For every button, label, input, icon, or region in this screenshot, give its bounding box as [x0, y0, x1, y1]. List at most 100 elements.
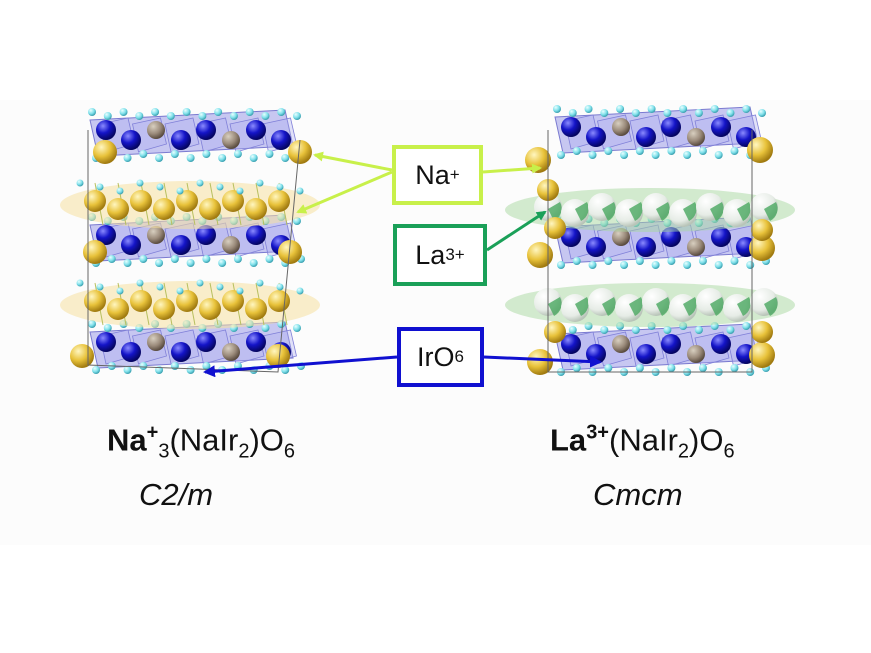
- callout-arrows: [203, 151, 602, 378]
- left-oxygen-atom: [139, 255, 148, 263]
- left-oxygen-atom: [116, 287, 124, 295]
- right-crystal-structure: [505, 105, 795, 376]
- left-oxygen-atom: [186, 366, 195, 374]
- left-oxygen-atom: [103, 324, 112, 332]
- left-ir-atom: [171, 235, 191, 255]
- right-oxygen-atom: [568, 326, 577, 334]
- left-na-atom: [176, 290, 198, 312]
- left-na-in-layer-atom: [222, 343, 240, 361]
- right-na-in-layer-atom: [612, 335, 630, 353]
- left-oxygen-atom: [103, 112, 112, 120]
- right-ir-atom: [661, 334, 681, 354]
- right-oxygen-atom: [635, 364, 644, 372]
- left-na-atom: [130, 290, 152, 312]
- right-oxygen-atom: [588, 261, 597, 269]
- left-oxygen-atom: [196, 279, 204, 287]
- left-na-atom: [268, 190, 290, 212]
- left-oxygen-atom: [218, 259, 227, 267]
- left-oxygen-atom: [176, 187, 184, 195]
- left-na-in-layer-atom: [147, 333, 165, 351]
- left-oxygen-atom: [182, 108, 191, 116]
- left-formula-ion-count: 3: [158, 440, 170, 463]
- na-arrow-left-layer: [296, 170, 393, 214]
- left-na-atom: [222, 290, 244, 312]
- right-oxygen-atom: [698, 257, 707, 265]
- left-ir-atom: [171, 130, 191, 150]
- la-arrow: [486, 210, 547, 252]
- right-na-atom: [544, 321, 566, 343]
- left-ir-atom: [246, 120, 266, 140]
- na-ion-label: Na+: [392, 145, 483, 205]
- right-oxygen-atom: [553, 105, 561, 113]
- right-na-in-layer-atom: [687, 345, 705, 363]
- left-na-in-layer-atom: [222, 131, 240, 149]
- right-la-partial-occupancy: [575, 297, 589, 316]
- left-unit-cell: [87, 130, 301, 373]
- right-oxygen-atom: [742, 322, 751, 330]
- right-oxygen-atom: [616, 105, 625, 113]
- right-la-partial-occupancy: [548, 297, 562, 316]
- right-ir-atom: [636, 344, 656, 364]
- left-na-atom: [176, 190, 198, 212]
- right-oxygen-atom: [584, 105, 593, 113]
- left-oxygen-atom: [277, 108, 286, 116]
- right-oxygen-atom: [604, 364, 613, 372]
- right-oxygen-atom: [663, 109, 672, 117]
- left-oxygen-atom: [218, 154, 227, 162]
- right-space-group: Cmcm: [593, 477, 683, 512]
- left-crystal-structure: [60, 108, 320, 374]
- left-oxygen-atom: [261, 324, 270, 332]
- right-oxygen-atom: [758, 109, 766, 117]
- left-oxygen-atom: [136, 179, 144, 187]
- right-la-partial-occupancy: [575, 202, 589, 221]
- left-oxygen-atom: [202, 255, 211, 263]
- right-na-in-layer-atom: [612, 118, 630, 136]
- right-la-partial-occupancy: [629, 297, 643, 316]
- right-ir-atom: [711, 227, 731, 247]
- left-na-atom: [84, 290, 106, 312]
- right-na-atom: [747, 137, 773, 163]
- right-oxygen-atom: [683, 261, 692, 269]
- right-oxygen-atom: [604, 257, 613, 265]
- right-la-partial-occupancy: [629, 202, 643, 221]
- left-na-atom: [199, 298, 221, 320]
- left-oxygen-atom: [96, 183, 104, 191]
- right-oxygen-atom: [679, 105, 688, 113]
- left-na-in-layer-atom: [222, 236, 240, 254]
- right-oxygen-atom: [635, 257, 644, 265]
- left-oxygen-atom: [156, 183, 164, 191]
- right-oxygen-atom: [651, 151, 660, 159]
- right-oxygen-atom: [667, 257, 676, 265]
- left-oxygen-atom: [156, 283, 164, 291]
- right-oxygen-atom: [572, 364, 581, 372]
- left-oxygen-atom: [216, 183, 224, 191]
- left-oxygen-atom: [123, 366, 132, 374]
- la-label-charge: 3+: [445, 245, 465, 264]
- left-oxygen-atom: [281, 366, 290, 374]
- right-oxygen-atom: [714, 261, 723, 269]
- right-oxygen-atom: [746, 261, 755, 269]
- right-ir-atom: [561, 117, 581, 137]
- left-oxygen-atom: [293, 324, 301, 332]
- right-na-in-layer-atom: [687, 238, 705, 256]
- right-oxygen-atom: [600, 326, 609, 334]
- right-ir-atom: [711, 117, 731, 137]
- left-oxygen-atom: [155, 154, 164, 162]
- left-oxygen-atom: [256, 179, 264, 187]
- right-na-atom: [527, 242, 553, 268]
- right-oxygen-atom: [572, 147, 581, 155]
- left-oxygen-atom: [249, 259, 258, 267]
- left-oxygen-atom: [123, 154, 132, 162]
- left-ir-atom: [96, 332, 116, 352]
- right-la-partial-occupancy: [764, 202, 778, 221]
- right-la-partial-occupancy: [683, 202, 697, 221]
- right-la-partial-occupancy: [656, 297, 670, 316]
- left-oxygen-atom: [229, 112, 238, 120]
- left-na-atom: [266, 344, 290, 368]
- right-na-atom: [749, 342, 775, 368]
- right-la-partial-occupancy: [602, 202, 616, 221]
- left-oxygen-atom: [166, 112, 175, 120]
- left-na-atom: [70, 344, 94, 368]
- left-oxygen-atom: [216, 283, 224, 291]
